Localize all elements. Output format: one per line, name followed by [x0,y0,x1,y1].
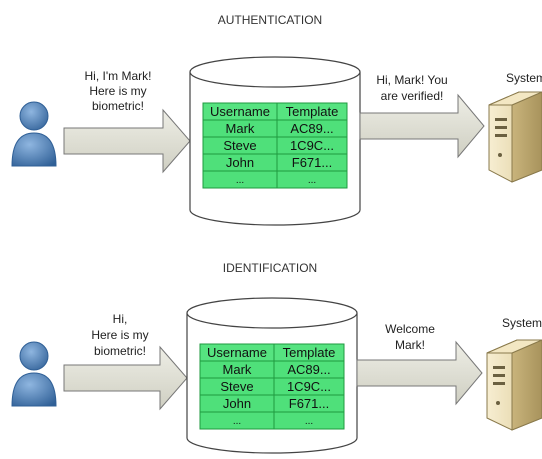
user-message-line: Here is my [89,84,146,98]
user-message: Hi, I'm Mark! Here is my biometric! [85,69,152,113]
table-cell-template: ... [305,416,313,427]
section-title: AUTHENTICATION [218,13,322,27]
user-message-line: Here is my [91,328,148,342]
table-cell-username: Mark [223,362,252,377]
request-arrow [63,108,191,174]
system-message-line: are verified! [381,89,444,103]
server-computer-icon [488,91,542,183]
section-title: IDENTIFICATION [223,261,317,275]
table-cell-username: John [223,396,251,411]
system-message-line: Hi, Mark! You [376,73,447,87]
table-cell-username: Mark [226,121,255,136]
user-message-line: biometric! [94,344,146,358]
user-message-line: biometric! [92,99,144,113]
table-cell-username: ... [233,416,241,427]
user-template-table: Username Template Mark AC89... Steve 1C9… [202,102,348,189]
user-template-table: Username Template Mark AC89... Steve 1C9… [199,343,345,430]
system-message: Welcome Mark! [385,322,435,352]
table-cell-template: 1C9C... [287,379,331,394]
system-label: System [506,71,542,85]
table-cell-template: 1C9C... [290,138,334,153]
response-arrow [359,93,485,159]
table-cell-username: ... [236,175,244,186]
table-cell-template: F671... [292,155,332,170]
user-message-line: Hi, I'm Mark! [85,69,152,83]
identification-section: IDENTIFICATION Hi, Here is my biometric!… [11,261,542,454]
table-cell-template: AC89... [287,362,330,377]
table-cell-template: AC89... [290,121,333,136]
table-cell-username: Steve [223,138,256,153]
user-message: Hi, Here is my biometric! [91,312,148,358]
system-message-line: Welcome [385,322,435,336]
user-person-icon [11,101,57,167]
response-arrow [356,340,483,406]
table-header-username: Username [210,104,270,119]
table-header-template: Template [286,104,339,119]
request-arrow [63,345,188,411]
table-cell-username: John [226,155,254,170]
authentication-section: AUTHENTICATION Hi, I'm Mark! Here is my … [11,13,542,226]
user-message-line: Hi, [113,312,128,326]
table-header-template: Template [283,345,336,360]
system-message-line: Mark! [395,338,425,352]
system-message: Hi, Mark! You are verified! [376,73,447,103]
server-computer-icon [486,339,542,431]
system-label: System [502,316,542,330]
table-header-username: Username [207,345,267,360]
user-person-icon [11,341,57,407]
table-cell-username: Steve [220,379,253,394]
table-cell-template: F671... [289,396,329,411]
table-cell-template: ... [308,175,316,186]
